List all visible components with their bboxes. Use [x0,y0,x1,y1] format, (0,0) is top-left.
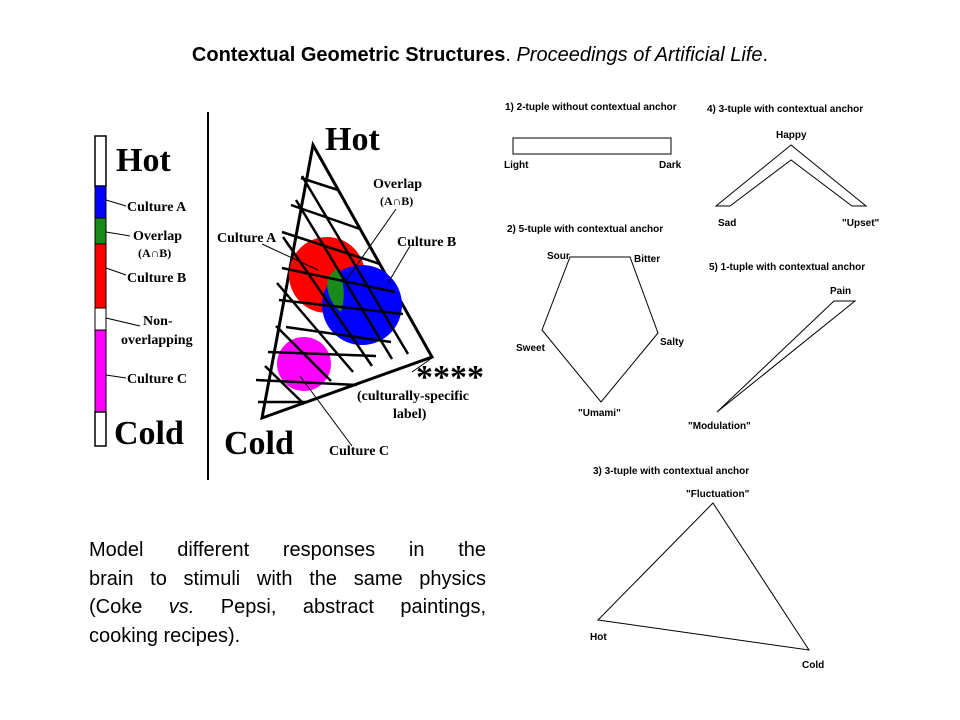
body-line-2: brain to stimuli with the same physics [89,567,486,590]
panel-4-chevron [714,144,868,207]
triangle-label-culture-b: Culture B [397,235,456,250]
panel-4-title: 4) 3-tuple with contextual anchor [707,104,863,115]
bar-label-non-overlapping-2: overlapping [121,333,193,348]
title-bold: Contextual Geometric Structures [191,44,506,66]
panel-3-cold: Cold [802,660,824,671]
panel-2-bitter: Bitter [634,254,660,265]
triangle-label-overlap-sub: (A∩B) [380,194,413,208]
panel-2: 2) 5-tuple with contextual anchor Sour B… [507,224,684,419]
bar-segment-non-overlapping [94,307,107,331]
panel-1: 1) 2-tuple without contextual anchor Lig… [504,102,682,171]
panel-5-sliver [716,300,857,413]
bar-label-hot: Hot [116,142,171,179]
panel-1-bar [512,137,672,155]
bar-pointer-culture-b [105,267,127,276]
panel-4-top: Happy [776,130,807,141]
circle-culture-c [277,337,331,391]
bar-label-non-overlapping-1: Non- [143,314,173,329]
bar-label-cold: Cold [114,415,184,452]
bar-label-culture-b: Culture B [127,271,186,286]
contour-diagonals [264,175,410,404]
bar-segment-hot [94,135,107,187]
triangle-label-hot: Hot [325,121,380,158]
title-sep: . [505,44,517,66]
panel-2-sour: Sour [547,251,570,262]
pointer-label [411,357,433,373]
triangle-stars: **** [416,359,484,396]
panel-2-salty: Salty [660,337,684,348]
title-italic: Proceedings of Artificial Life [516,44,763,66]
triangle-label-culture-a: Culture A [217,231,277,246]
pointer-overlap [344,208,397,283]
panel-3-title: 3) 3-tuple with contextual anchor [593,466,749,477]
bar-segment-culture-b [94,243,107,309]
bar-pointer-culture-a [105,199,127,207]
panel-5: 5) 1-tuple with contextual anchor Pain "… [688,262,865,432]
panel-3: 3) 3-tuple with contextual anchor "Fluct… [590,466,824,671]
panel-3-triangle [596,502,811,651]
bar-label-overlap: Overlap [133,229,182,244]
body-line-3: (Coke vs. Pepsi, abstract paintings, [89,593,486,622]
triangle-diagram: Hot Cold Culture A Overlap (A∩B) Culture… [217,121,484,462]
panel-5-title: 5) 1-tuple with contextual anchor [709,262,865,273]
pointer-culture-a [261,243,319,271]
panel-3-top: "Fluctuation" [686,489,750,500]
triangle-label-cold: Cold [224,425,294,462]
bar-pointer-overlap [105,231,131,237]
triangle-label-overlap: Overlap [373,177,422,192]
bar-label-culture-a: Culture A [127,200,187,215]
legend-bar: Hot Cold Culture A Overlap (A∩B) Culture… [94,135,193,452]
panel-2-umami: "Umami" [578,408,621,419]
body-line-1: Model different responses in the [89,539,486,561]
body-line-4: cooking recipes). [89,624,241,647]
bar-pointer-culture-c [105,374,127,379]
panel-2-title: 2) 5-tuple with contextual anchor [507,224,663,235]
triangle-label-culture-c: Culture C [329,444,389,459]
panel-5-top: Pain [830,286,851,297]
body-line-3b: Pepsi, abstract paintings, [194,596,487,618]
panel-4: 4) 3-tuple with contextual anchor Happy … [707,104,880,229]
pointer-culture-c [299,375,353,447]
bar-segment-culture-a [94,185,107,219]
body-line-3a: (Coke [89,596,169,618]
bar-segment-culture-c [94,329,107,413]
bar-segment-cold [94,411,107,447]
body-text: Model different responses in the brain t… [89,536,486,650]
bar-segment-overlap [94,217,107,245]
panel-4-right: "Upset" [842,218,880,229]
panel-4-left: Sad [718,218,736,229]
panel-2-pentagon [541,256,659,403]
panel-3-hot: Hot [590,632,607,643]
triangle-label-specific-2: label) [393,407,427,422]
bar-label-overlap-sub: (A∩B) [138,246,171,260]
panel-1-title: 1) 2-tuple without contextual anchor [505,102,677,113]
slide-title: Contextual Geometric Structures. Proceed… [0,44,960,67]
panel-5-bottom: "Modulation" [688,421,751,432]
panel-1-left: Light [504,160,529,171]
bar-pointer-non-overlapping [105,317,141,327]
bar-label-culture-c: Culture C [127,372,187,387]
body-line-3-vs: vs. [168,596,195,618]
pointer-culture-b [387,245,411,284]
panel-1-right: Dark [659,160,682,171]
panel-2-sweet: Sweet [516,343,546,354]
title-end: . [762,44,769,66]
triangle-label-specific-1: (culturally-specific [357,389,469,404]
